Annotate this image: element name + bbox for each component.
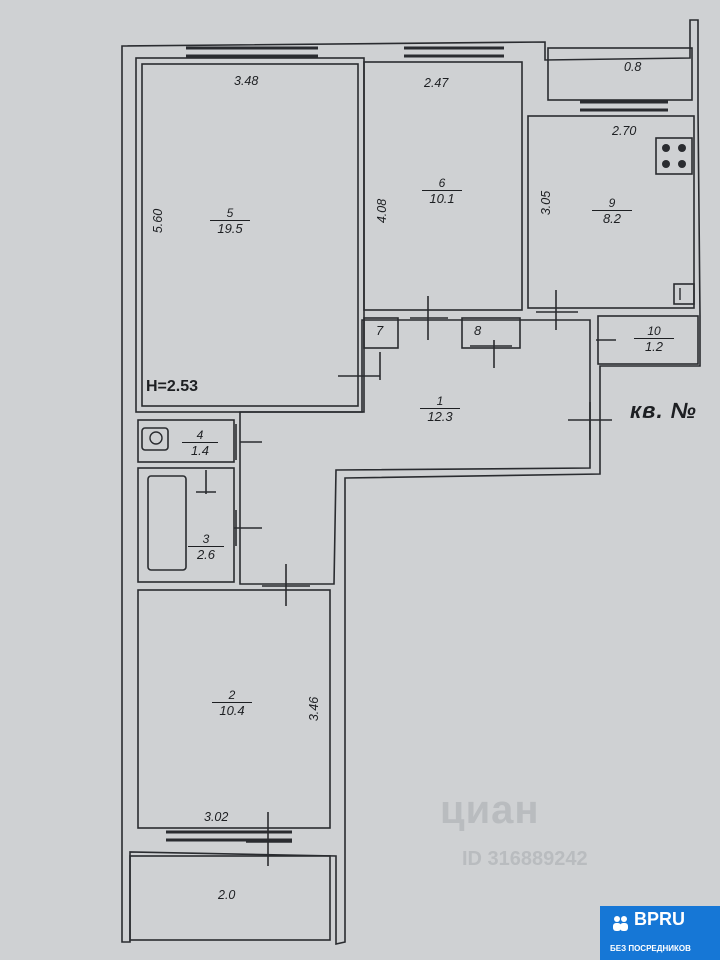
room5-width-dim: 3.48 bbox=[234, 74, 259, 88]
room-area: 1.4 bbox=[182, 442, 218, 458]
room-10-label: 10 1.2 bbox=[634, 324, 674, 354]
room-area: 1.2 bbox=[634, 338, 674, 354]
room9-width-dim: 2.70 bbox=[612, 124, 637, 138]
room-6-outline bbox=[363, 61, 523, 311]
outer-wall bbox=[121, 19, 701, 945]
room-9-outline bbox=[527, 115, 695, 309]
room-4-outline bbox=[137, 419, 235, 463]
room-8-label: 8 bbox=[474, 323, 482, 338]
room-3-label: 3 2.6 bbox=[188, 532, 224, 562]
room-3-outline bbox=[137, 467, 235, 583]
room-number: 4 bbox=[196, 428, 204, 442]
room-number: 2 bbox=[228, 688, 236, 702]
balcony-bottom-dim: 2.0 bbox=[218, 888, 236, 902]
watermark-brand: циан bbox=[440, 788, 540, 832]
room-area: 10.4 bbox=[212, 702, 252, 718]
room2-width-dim: 3.02 bbox=[204, 810, 229, 824]
room-number: 5 bbox=[226, 206, 234, 220]
room-area: 8.2 bbox=[592, 210, 632, 226]
room-9-label: 9 8.2 bbox=[592, 196, 632, 226]
room-area: 19.5 bbox=[210, 220, 250, 236]
room6-width-dim: 2.47 bbox=[424, 76, 449, 90]
room-area: 12.3 bbox=[420, 408, 460, 424]
room-5-outline bbox=[141, 63, 359, 407]
room-number: 1 bbox=[436, 394, 444, 408]
room-2-outline bbox=[137, 589, 331, 829]
room-1-label: 1 12.3 bbox=[420, 394, 460, 424]
balcony-bottom-outline bbox=[129, 855, 331, 941]
room-4-label: 4 1.4 bbox=[182, 428, 218, 458]
room-area: 2.6 bbox=[188, 546, 224, 562]
watermark-id: ID 316889242 bbox=[462, 848, 588, 870]
room-7-label: 7 bbox=[376, 323, 384, 338]
room-7-outline bbox=[363, 317, 399, 349]
room-1-outline bbox=[239, 319, 591, 585]
ceiling-height-label: H=2.53 bbox=[146, 378, 199, 395]
room-2-label: 2 10.4 bbox=[212, 688, 252, 718]
room-8-outline bbox=[461, 317, 521, 349]
balcony-top-outline bbox=[547, 47, 693, 101]
room9-depth-dim: 3.05 bbox=[539, 190, 553, 216]
room-number: 3 bbox=[202, 532, 210, 546]
room-5-label: 5 19.5 bbox=[210, 206, 250, 236]
stove-icon bbox=[655, 137, 693, 175]
room-number: 10 bbox=[647, 324, 661, 338]
bpru-badge: BPRU БЕЗ ПОСРЕДНИКОВ bbox=[600, 906, 720, 960]
badge-brand: BPRU bbox=[634, 909, 686, 929]
room6-depth-dim: 4.08 bbox=[375, 198, 389, 224]
room-area: 10.1 bbox=[422, 190, 462, 206]
balcony-top-dim: 0.8 bbox=[624, 60, 642, 74]
room-6-label: 6 10.1 bbox=[422, 176, 462, 206]
room2-depth-dim: 3.46 bbox=[307, 696, 321, 722]
badge-tagline: БЕЗ ПОСРЕДНИКОВ bbox=[610, 944, 691, 953]
people-icon bbox=[613, 916, 628, 931]
room-number: 9 bbox=[608, 196, 616, 210]
apartment-label: кв. № bbox=[630, 398, 697, 423]
room5-depth-dim: 5.60 bbox=[151, 208, 165, 234]
room-number: 6 bbox=[438, 176, 446, 190]
